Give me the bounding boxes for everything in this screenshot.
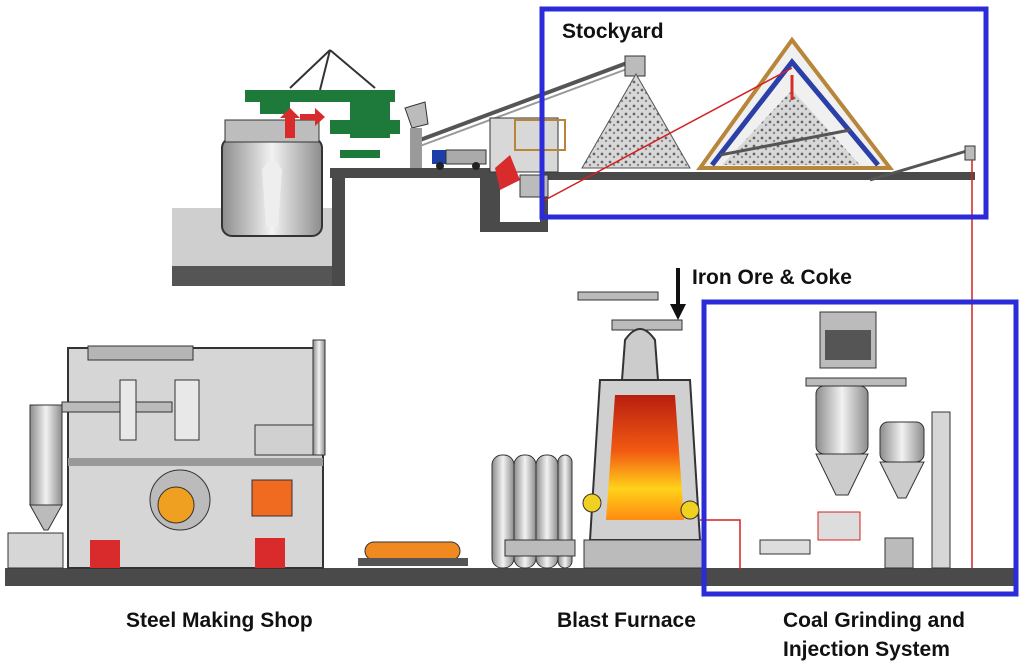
iron-ore-coke-arrow (670, 268, 686, 320)
iron-ore-coke-label: Iron Ore & Coke (692, 266, 852, 289)
blast-furnace-label: Blast Furnace (557, 609, 696, 632)
conveyor-system (404, 55, 646, 168)
ore-pile (581, 72, 691, 169)
ladle-crane (245, 49, 400, 158)
coal-grinding-label-line1: Coal Grinding and (783, 609, 965, 632)
reclaim-conveyor (869, 148, 971, 182)
torpedo-car (358, 541, 468, 566)
steel-making-shop-label: Steel Making Shop (126, 609, 313, 632)
coal-grinding-plant (700, 311, 951, 570)
conveyor-head (964, 145, 976, 161)
stockyard-highlight-box (539, 6, 989, 220)
coal-grinding-highlight-box (701, 299, 1019, 597)
coal-transport-line (544, 67, 973, 568)
lower-ground (5, 568, 1015, 586)
blast-furnace-structure (577, 291, 707, 569)
stockyard-shed (696, 36, 895, 170)
dump-truck (432, 149, 487, 170)
hot-blast-stoves (491, 454, 576, 569)
stockyard-label: Stockyard (562, 20, 664, 43)
steel-making-shop-building (7, 339, 326, 569)
transfer-house (489, 117, 566, 198)
coal-grinding-label-line2: Injection System (783, 638, 950, 661)
ladle-vessel (221, 119, 323, 237)
